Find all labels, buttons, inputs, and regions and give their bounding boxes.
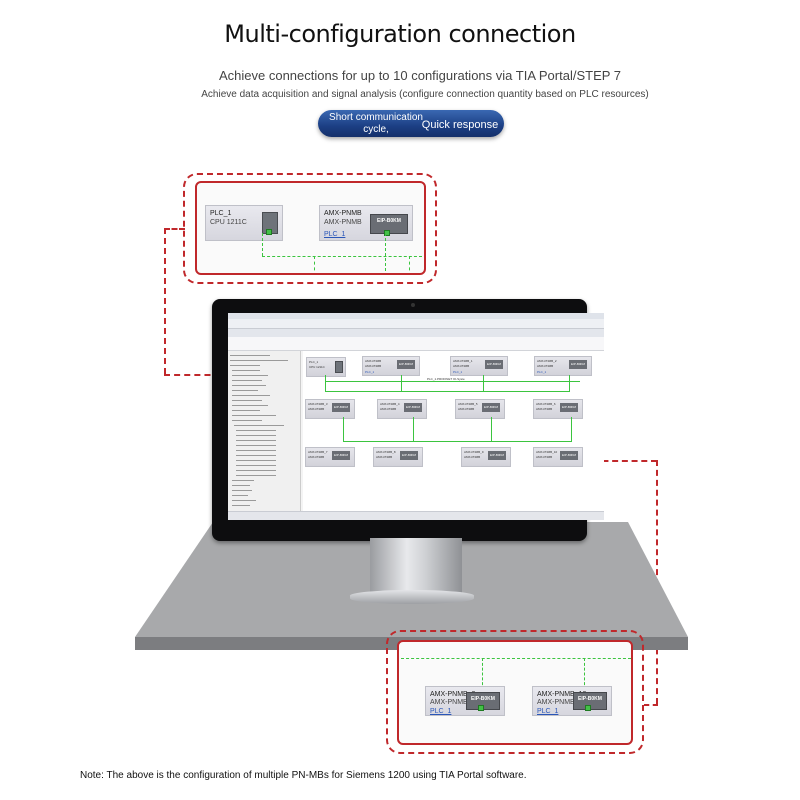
- feature-pill: [318, 110, 504, 137]
- device-module: EIP-B0KM: [573, 692, 607, 710]
- network-bus: [401, 658, 631, 659]
- screen-plc-name: PLC_1: [309, 360, 319, 364]
- device-name: AMX-PNMB: [324, 210, 362, 217]
- menu-bar: [228, 313, 604, 319]
- screen-device-node[interactable]: AMX-PNMB_1 AMX-PNMB PLC_1 EIP-B0KM: [450, 356, 508, 376]
- page-subtitle: Achieve connections for up to 10 configu…: [218, 68, 622, 83]
- camera-icon: [411, 303, 415, 307]
- device-node[interactable]: AMX-PNMB_10 AMX-PNMB PLC_1 EIP-B0KM: [532, 686, 612, 716]
- module-label: EIP-B0KM: [377, 218, 401, 224]
- plc-node[interactable]: PLC_1 CPU 1211C: [205, 205, 283, 241]
- screen-plc-type: CPU 1211C: [309, 365, 325, 369]
- network-view[interactable]: PLC_1 CPU 1211C AMX-PNMB AMX-PNMB PLC_1 …: [303, 351, 604, 511]
- screen-device-node[interactable]: AMX-PNMB_2 AMX-PNMB PLC_1 EIP-B0KM: [534, 356, 592, 376]
- feature-short-cycle: Short communication cycle,: [329, 112, 423, 135]
- device-type: AMX-PNMB: [324, 219, 362, 226]
- device-link[interactable]: PLC_1: [324, 231, 346, 238]
- callout-bottom-frame: [386, 630, 644, 754]
- tab-strip[interactable]: [228, 329, 604, 337]
- network-drop: [482, 658, 483, 690]
- device-port[interactable]: [384, 230, 390, 236]
- device-port[interactable]: [478, 705, 484, 711]
- profinet-bus: [325, 381, 580, 382]
- page-title: Multi-configuration connection: [224, 20, 576, 48]
- feature-quick-response: Quick response: [421, 119, 499, 131]
- monitor-stand: [370, 538, 462, 598]
- device-node[interactable]: AMX-PNMB AMX-PNMB PLC_1 EIP-B0KM: [319, 205, 413, 241]
- screen-plc-node[interactable]: PLC_1 CPU 1211C: [306, 357, 346, 377]
- network-drop: [314, 256, 315, 273]
- editor-toolbar[interactable]: [228, 337, 604, 351]
- screen-device-node[interactable]: AMX-PNMB_5 AMX-PNMB EIP-B0KM: [455, 399, 505, 419]
- screen-device-node[interactable]: AMX-PNMB_10 AMX-PNMB EIP-B0KM: [533, 447, 583, 467]
- toolbar[interactable]: [228, 319, 604, 329]
- network-drop: [385, 233, 386, 273]
- callout-connector: [644, 704, 658, 706]
- page-description: Achieve data acquisition and signal anal…: [201, 89, 649, 100]
- device-node[interactable]: AMX-PNMB_9 AMX-PNMB PLC_1 EIP-B0KM: [425, 686, 505, 716]
- screen-device-node[interactable]: AMX-PNMB AMX-PNMB PLC_1 EIP-B0KM: [362, 356, 420, 376]
- screen-device-node[interactable]: AMX-PNMB_6 AMX-PNMB EIP-B0KM: [533, 399, 583, 419]
- callout-connector: [583, 460, 657, 462]
- callout-top: PLC_1 CPU 1211C AMX-PNMB AMX-PNMB PLC_1 …: [195, 181, 426, 275]
- screen-device-node[interactable]: AMX-PNMB_8 AMX-PNMB EIP-B0KM: [373, 447, 423, 467]
- profinet-bus: [343, 441, 572, 442]
- plc-name: PLC_1: [210, 210, 232, 217]
- plc-type: CPU 1211C: [210, 219, 247, 226]
- network-drop: [584, 658, 585, 690]
- callout-connector: [164, 228, 185, 230]
- network-label: PLC_1.PROFINET IO-Syste: [427, 377, 465, 381]
- callout-connector: [164, 228, 166, 374]
- device-port[interactable]: [585, 705, 591, 711]
- screen-device-node[interactable]: AMX-PNMB_7 AMX-PNMB EIP-B0KM: [305, 447, 355, 467]
- footnote: Note: The above is the configuration of …: [80, 770, 527, 781]
- network-drop: [262, 233, 263, 256]
- screen-device-node[interactable]: AMX-PNMB_3 AMX-PNMB EIP-B0KM: [305, 399, 355, 419]
- callout-bottom: AMX-PNMB_9 AMX-PNMB PLC_1 EIP-B0KM AMX-P…: [397, 640, 633, 745]
- status-bar: [228, 511, 604, 520]
- network-bus: [262, 256, 422, 257]
- screen-device-node[interactable]: AMX-PNMB_9 AMX-PNMB EIP-B0KM: [461, 447, 511, 467]
- monitor-base: [350, 590, 474, 604]
- network-drop: [409, 256, 410, 273]
- profinet-bus: [325, 391, 570, 392]
- project-tree[interactable]: [228, 351, 301, 520]
- plc-port[interactable]: [266, 229, 272, 235]
- tia-portal-screen: PLC_1 CPU 1211C AMX-PNMB AMX-PNMB PLC_1 …: [228, 313, 604, 520]
- screen-device-node[interactable]: AMX-PNMB_4 AMX-PNMB EIP-B0KM: [377, 399, 427, 419]
